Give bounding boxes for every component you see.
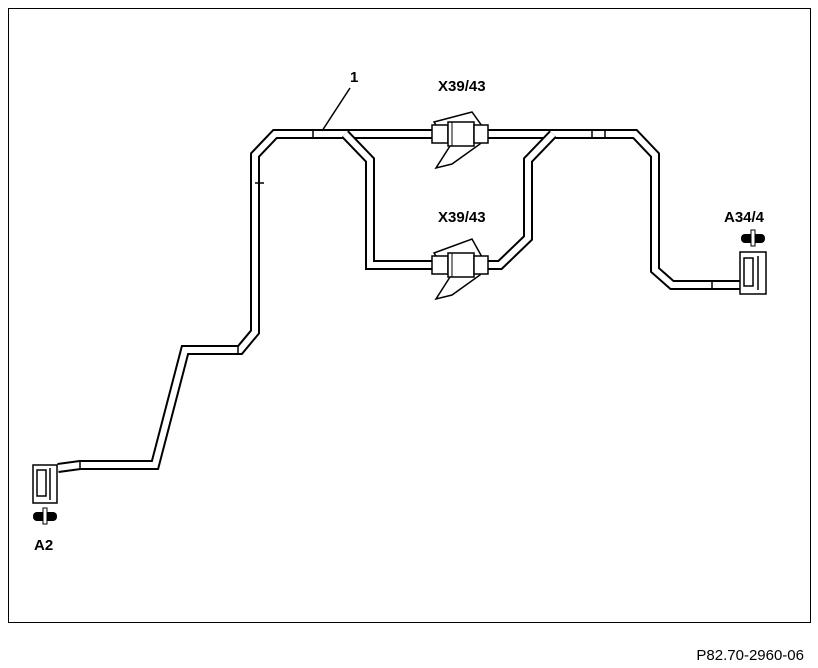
component-a2-symbol-icon bbox=[33, 507, 57, 525]
component-a34-4-label: A34/4 bbox=[724, 209, 765, 226]
connector-upper-icon bbox=[431, 111, 489, 170]
connector-lower-icon bbox=[431, 238, 489, 301]
harness-segment-marks bbox=[79, 129, 713, 470]
wire-number-leader bbox=[321, 87, 351, 132]
branch-harness bbox=[341, 130, 557, 270]
wire-number-label: 1 bbox=[350, 69, 358, 86]
component-a2-label: A2 bbox=[34, 537, 53, 554]
component-a34-4-plug-icon bbox=[739, 251, 767, 295]
connector-upper-label: X39/43 bbox=[438, 78, 486, 95]
component-a2-plug-icon bbox=[32, 464, 58, 504]
figure-reference: P82.70-2960-06 bbox=[696, 647, 804, 664]
component-a34-4-symbol-icon bbox=[741, 229, 765, 247]
connector-lower-label: X39/43 bbox=[438, 209, 486, 226]
diagram-frame bbox=[8, 8, 811, 623]
main-harness bbox=[57, 129, 742, 473]
